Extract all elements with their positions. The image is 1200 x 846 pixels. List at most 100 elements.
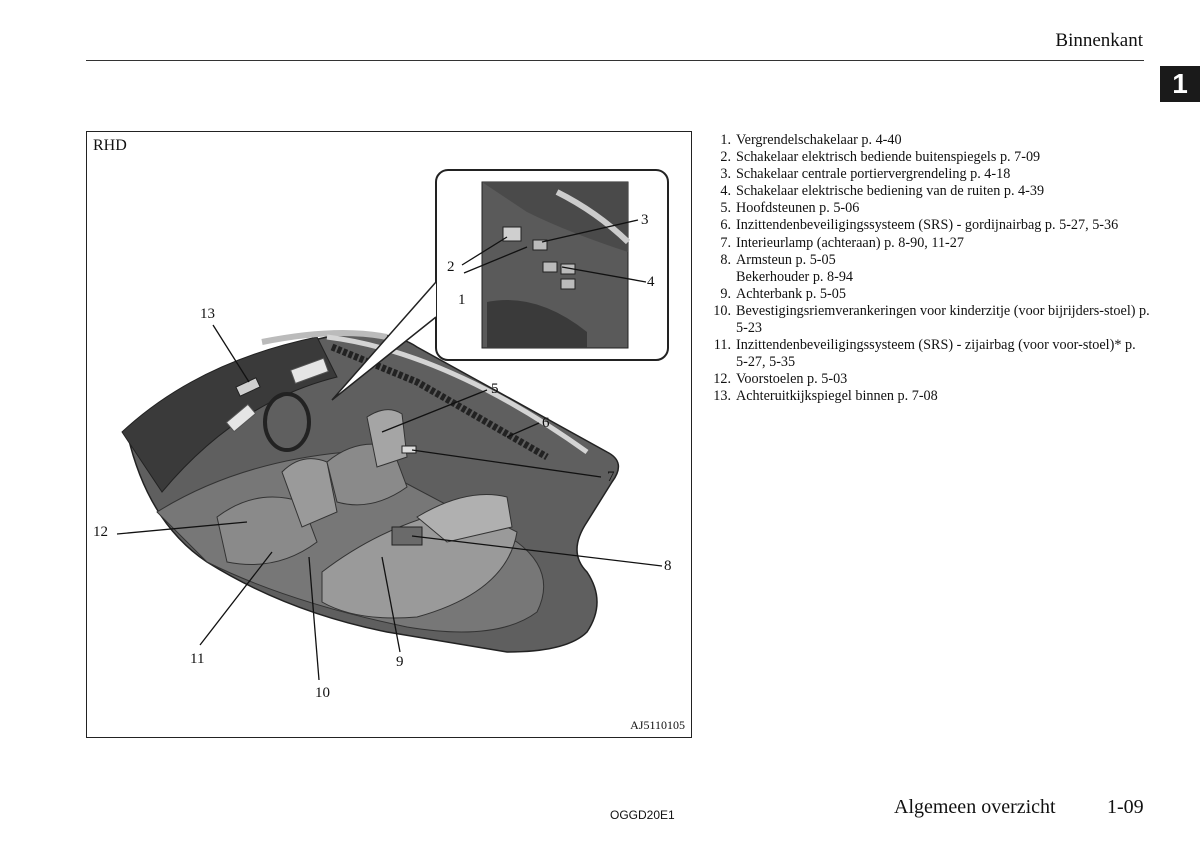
callout-6: 6 <box>542 415 550 431</box>
legend-item: 2. Schakelaar elektrisch bediende buitens… <box>700 149 1150 166</box>
armrest <box>391 526 423 546</box>
legend-num: 2. <box>720 149 731 166</box>
legend-item: 8. Armsteun p. 5-05 <box>700 252 1150 269</box>
legend-num: 6. <box>720 217 731 234</box>
leader-3 <box>541 219 639 243</box>
header-rule <box>86 60 1144 61</box>
curtain-airbag <box>330 343 549 461</box>
legend-text: Armsteun p. 5-05 <box>736 251 836 268</box>
legend-text: Bekerhouder p. 8-94 <box>736 268 854 285</box>
leader-4 <box>561 266 647 283</box>
leader-6 <box>506 422 540 438</box>
legend-text: Achteruitkijkspiegel binnen p. 7-08 <box>736 388 938 405</box>
sun-visor-right <box>289 357 329 385</box>
legend-num: 7. <box>720 234 731 251</box>
legend-item: 6. Inzittendenbeveiligingssysteem (SRS) -… <box>700 217 1150 234</box>
callout-12: 12 <box>93 524 108 540</box>
callout-13: 13 <box>200 306 215 322</box>
sun-visor-left <box>225 403 257 433</box>
legend-num: 9. <box>720 285 731 302</box>
leader-13 <box>212 324 250 383</box>
legend-num: 5. <box>720 200 731 217</box>
legend-item: Bekerhouder p. 8-94 <box>700 269 1150 286</box>
interior-lamp <box>401 445 417 454</box>
inset-mirror-switch <box>502 226 522 242</box>
legend-item: 4. Schakelaar elektrische bediening van d… <box>700 183 1150 200</box>
legend-text: Inzittendenbeveiligingssysteem (SRS) - g… <box>736 217 1119 234</box>
inset-pointer <box>331 281 437 401</box>
leader-10 <box>308 556 320 681</box>
legend-num: 1. <box>720 132 731 148</box>
legend-item: 7. Interieurlamp (achteraan) p. 8-90, 11-… <box>700 235 1150 252</box>
callout-11: 11 <box>190 651 205 667</box>
callout-2: 2 <box>447 259 455 275</box>
leader-12 <box>116 521 248 535</box>
chapter-tab: 1 <box>1160 66 1200 102</box>
legend-text: Schakelaar elektrisch bediende buitenspi… <box>736 149 1041 166</box>
legend-text: Schakelaar elektrische bediening van de … <box>736 183 1045 200</box>
region-label: RHD <box>93 137 127 154</box>
footer-section-title: Algemeen overzicht <box>894 796 1056 818</box>
legend-text: Inzittendenbeveiligingssysteem (SRS) - z… <box>736 337 1136 371</box>
legend-item: 1. Vergrendelschakelaar p. 4-40 <box>700 132 1150 149</box>
figure-code: AJ5110105 <box>630 718 685 732</box>
callout-3: 3 <box>641 212 649 228</box>
steering-wheel <box>263 392 311 452</box>
legend-item: 9. Achterbank p. 5-05 <box>700 286 1150 303</box>
legend-item: 10. Bevestigingsriemverankeringen voor ki… <box>700 303 1150 337</box>
leader-5 <box>381 389 488 433</box>
legend-num: 13. <box>713 388 731 405</box>
footer-code: OGGD20E1 <box>610 808 675 822</box>
legend-num <box>700 269 736 286</box>
windshield-frame <box>261 330 388 345</box>
legend-text: Bevestigingsriemverankeringen voor kinde… <box>736 302 1150 337</box>
footer-page-number: 1-09 <box>1107 796 1144 818</box>
legend-item: 12. Voorstoelen p. 5-03 <box>700 371 1150 388</box>
legend-item: 11. Inzittendenbeveiligingssysteem (SRS) … <box>700 337 1150 371</box>
callout-5: 5 <box>491 381 499 397</box>
rear-view-mirror <box>235 377 261 397</box>
callout-9: 9 <box>396 654 404 670</box>
legend-text: Vergrendelschakelaar p. 4-40 <box>736 132 902 148</box>
front-seat-left-back <box>281 458 338 528</box>
leader-lines <box>116 219 663 681</box>
leader-11 <box>199 551 273 646</box>
inset-window-switch-3 <box>560 278 576 290</box>
leader-9 <box>381 556 401 653</box>
legend-item: 3. Schakelaar centrale portiervergrendeli… <box>700 166 1150 183</box>
legend-item: 5.Hoofdsteunen p. 5-06 <box>700 200 1150 217</box>
leader-7 <box>411 449 602 478</box>
callout-10: 10 <box>315 685 330 701</box>
inset-lock-switch <box>532 239 548 251</box>
legend-text: Interieurlamp (achteraan) p. 8-90, 11-27 <box>736 234 964 251</box>
legend-text: Achterbank p. 5-05 <box>736 285 846 302</box>
callout-8: 8 <box>664 558 672 574</box>
inset-door-pocket <box>487 300 587 348</box>
legend-item: 13. Achteruitkijkspiegel binnen p. 7-08 <box>700 388 1150 405</box>
callout-1: 1 <box>458 292 466 308</box>
rear-bench-back <box>416 494 513 543</box>
front-seat-left <box>216 496 318 565</box>
page-header-title: Binnenkant <box>1055 30 1143 51</box>
legend-num: 4. <box>720 183 731 200</box>
roof-rail <box>326 334 589 455</box>
inset-door-trim <box>555 189 631 245</box>
legend-num: 3. <box>720 166 731 183</box>
inset-door-upper <box>482 182 628 252</box>
dashboard <box>121 336 338 493</box>
leader-2 <box>461 236 508 266</box>
leader-1 <box>463 246 528 274</box>
legend-text: Voorstoelen p. 5-03 <box>736 371 848 388</box>
callout-4: 4 <box>647 274 655 290</box>
legend-num: 10. <box>713 302 731 319</box>
legend-num: 11. <box>713 337 731 354</box>
legend-list: 1. Vergrendelschakelaar p. 4-40 2. Schakel… <box>700 132 1150 406</box>
leader-8 <box>411 535 663 567</box>
callout-7: 7 <box>607 469 615 485</box>
legend-num: 8. <box>720 251 731 268</box>
legend-num: 12. <box>713 371 731 388</box>
inset-window-switch-1 <box>542 261 558 273</box>
interior-illustration <box>116 169 669 681</box>
legend-text: Schakelaar centrale portiervergrendeling… <box>736 166 1011 183</box>
interior-figure: RHD AJ5110105 1 2 3 4 5 6 7 8 9 10 11 12… <box>86 131 692 738</box>
